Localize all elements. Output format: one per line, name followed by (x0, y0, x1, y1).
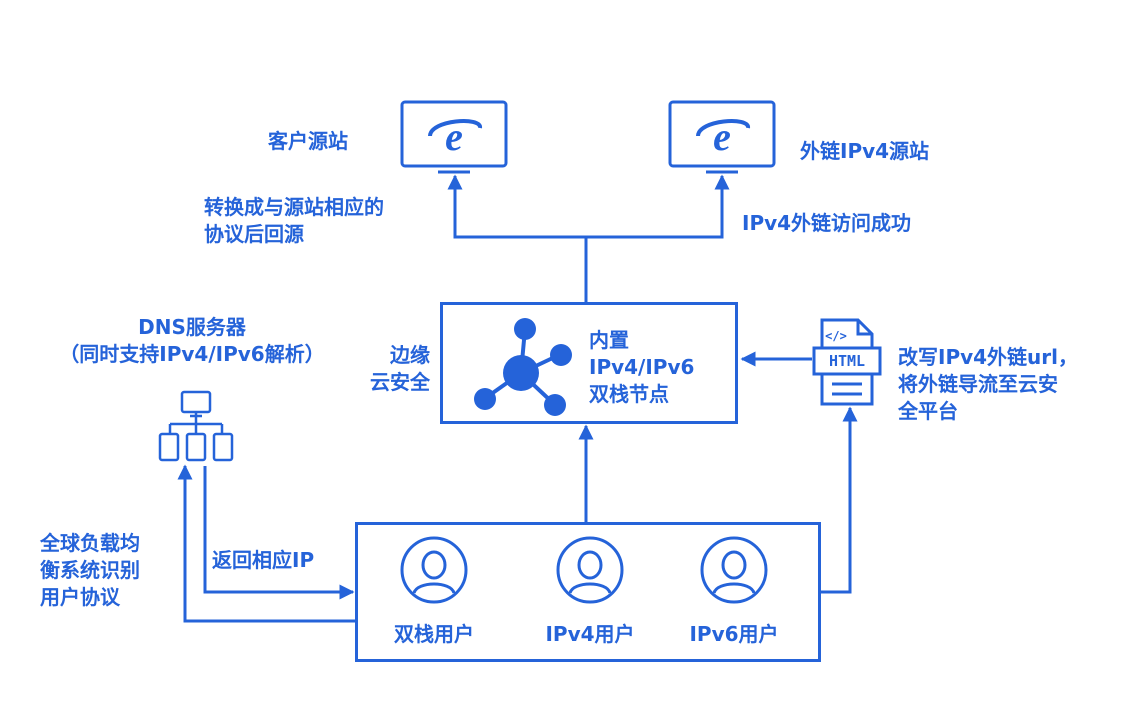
convert-protocol-note: 转换成与源站相应的 协议后回源 (204, 194, 384, 248)
html-file-icon: </> (812, 318, 882, 406)
user-ipv6: IPv6用户 (674, 535, 794, 655)
html-file-text: HTML (828, 352, 866, 370)
dns-server-icon (156, 390, 246, 466)
network-hub-icon (474, 318, 572, 416)
customer-origin-monitor: e (400, 100, 508, 180)
user-ipv4-label: IPv4用户 (545, 622, 635, 646)
edge-cloud-security-line-1: 边缘 (390, 343, 430, 367)
user-avatar-icon (700, 536, 768, 604)
edge-node-line-3: 双栈节点 (589, 382, 669, 406)
network-topology-icon (158, 390, 234, 462)
convert-protocol-line-2: 协议后回源 (204, 222, 304, 246)
edge-node-line-1: 内置 (589, 328, 629, 352)
user-dual-stack-label: 双栈用户 (394, 622, 474, 646)
rewrite-links-line-2: 将外链导流至云安 (898, 372, 1058, 396)
user-ipv6-label: IPv6用户 (689, 622, 779, 646)
customer-origin-label: 客户源站 (268, 129, 348, 153)
rewrite-links-note: 改写IPv4外链url， 将外链导流至云安 全平台 (898, 344, 1078, 425)
return-ip-note: 返回相应IP (212, 548, 315, 572)
dns-server-label: DNS服务器 （同时支持IPv4/IPv6解析） (58, 314, 326, 368)
users-to-dns-line (177, 464, 357, 623)
svg-text:</>: </> (825, 329, 847, 343)
svg-text:e: e (445, 114, 463, 159)
gslb-line-3: 用户协议 (40, 585, 120, 609)
dns-server-title: DNS服务器 (138, 315, 246, 339)
gslb-line-1: 全球负载均 (40, 531, 140, 555)
external-origin-monitor: e (668, 100, 776, 180)
ipv4-link-success-note: IPv4外链访问成功 (742, 211, 912, 235)
edge-cloud-security-line-2: 云安全 (370, 370, 430, 394)
external-origin-label: 外链IPv4源站 (800, 139, 930, 163)
ie-browser-icon: e (668, 100, 776, 174)
gslb-note: 全球负载均 衡系统识别 用户协议 (40, 530, 140, 611)
rewrite-links-line-1: 改写IPv4外链url， (898, 345, 1079, 369)
rewrite-links-line-3: 全平台 (898, 399, 958, 423)
edge-cloud-security-label: 边缘 云安全 (360, 342, 430, 396)
edge-node-line-2: IPv4/IPv6 (589, 355, 695, 379)
edge-to-origins-line (447, 174, 588, 305)
dns-to-users-line (203, 466, 355, 600)
user-avatar-icon (556, 536, 624, 604)
users-to-html-line (820, 406, 858, 594)
dns-server-subtitle: （同时支持IPv4/IPv6解析） (59, 342, 325, 366)
ie-browser-icon: e (400, 100, 508, 174)
convert-protocol-line-1: 转换成与源站相应的 (204, 195, 384, 219)
edge-node-box: 内置 IPv4/IPv6 双栈节点 (440, 302, 738, 424)
html-file: </> HTML (812, 318, 882, 408)
gslb-line-2: 衡系统识别 (40, 558, 140, 582)
user-ipv4: IPv4用户 (530, 535, 650, 655)
edge-to-external-line (586, 174, 730, 239)
users-box: 双栈用户 IPv4用户 IPv6用户 (355, 522, 821, 662)
user-dual-stack: 双栈用户 (374, 535, 494, 655)
edge-node-label: 内置 IPv4/IPv6 双栈节点 (589, 327, 694, 408)
user-avatar-icon (400, 536, 468, 604)
svg-text:e: e (713, 114, 731, 159)
